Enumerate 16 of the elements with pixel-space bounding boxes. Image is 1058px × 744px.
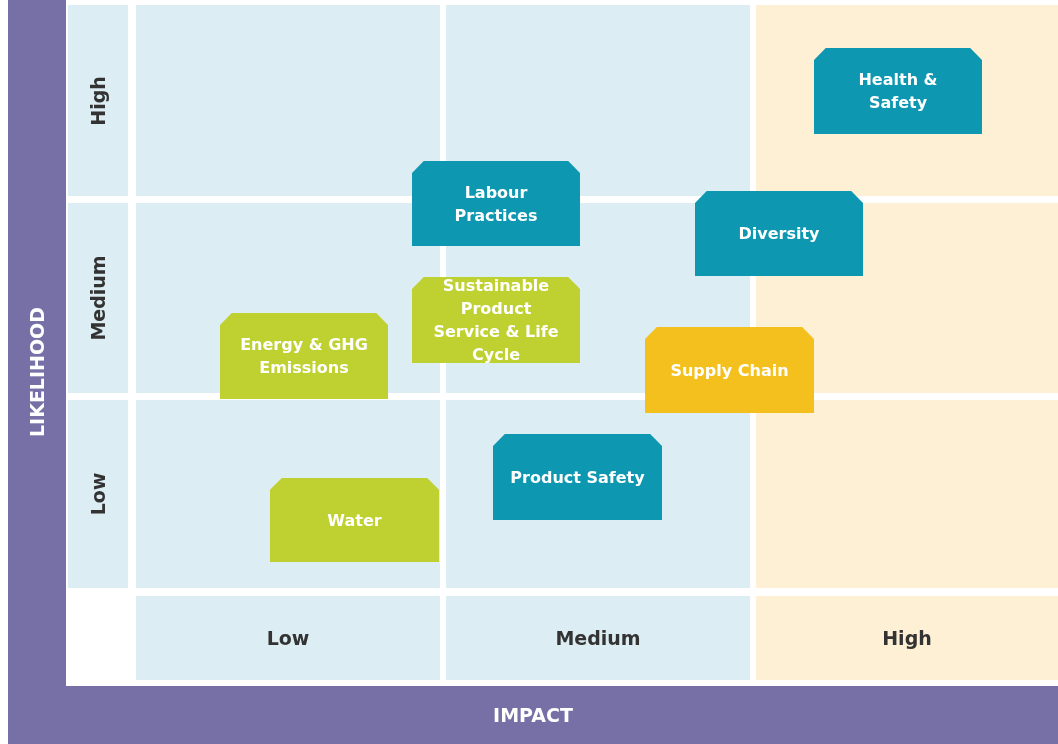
risk-box: Energy & GHG Emissions <box>220 313 388 399</box>
axis-tick-label: Low <box>87 472 109 516</box>
risk-box: Sustainable Product Service & Life Cycle <box>412 277 580 363</box>
risk-box: Diversity <box>695 191 863 276</box>
risk-box: Water <box>270 478 439 562</box>
risk-box: Labour Practices <box>412 161 580 246</box>
axis-tick-label: Medium <box>555 627 641 649</box>
axis-tick-label: Medium <box>87 255 109 341</box>
axis-tick-label: High <box>882 627 932 649</box>
risk-box: Health & Safety <box>814 48 982 134</box>
risk-box: Supply Chain <box>645 327 814 413</box>
axis-title: LIKELIHOOD <box>26 307 48 437</box>
axis-tick-label: High <box>87 75 109 126</box>
axis-title: IMPACT <box>493 704 573 726</box>
axis-tick-label: Low <box>266 627 310 649</box>
risk-box: Product Safety <box>493 434 662 520</box>
